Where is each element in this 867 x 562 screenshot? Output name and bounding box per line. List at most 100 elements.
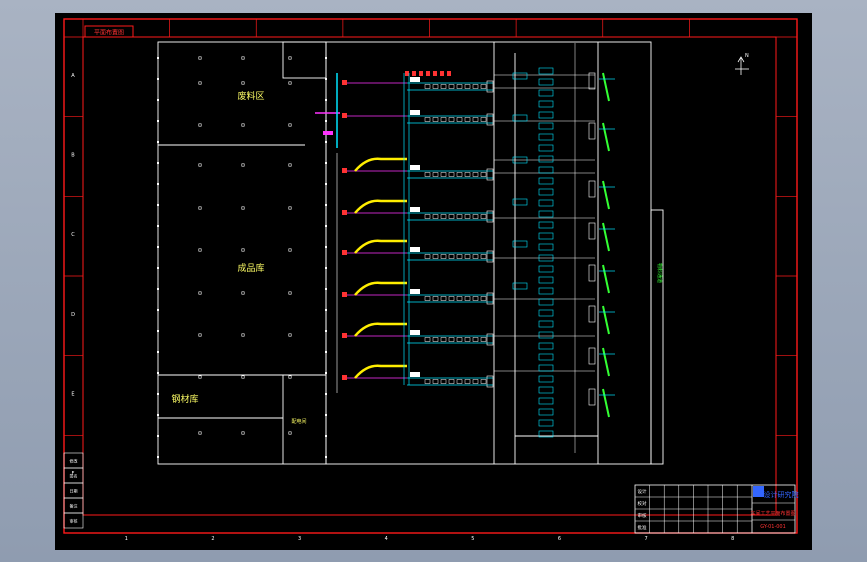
roller	[424, 172, 431, 177]
wall-marker	[157, 288, 159, 290]
column-grid	[157, 56, 327, 458]
slot	[538, 331, 554, 339]
column-marker	[198, 291, 202, 295]
wall-marker	[325, 246, 327, 248]
slot	[512, 114, 528, 122]
slot	[538, 166, 554, 174]
roller	[424, 117, 431, 122]
slot	[538, 309, 554, 317]
machine-label	[602, 222, 610, 252]
wall-marker	[157, 162, 159, 164]
roller	[432, 84, 439, 89]
slot	[538, 133, 554, 141]
machine	[588, 222, 596, 240]
outlet-box	[410, 207, 420, 212]
machine	[588, 122, 596, 140]
wall-marker	[157, 267, 159, 269]
wall-marker	[325, 330, 327, 332]
slot	[538, 287, 554, 295]
roller	[456, 296, 463, 301]
slot	[538, 320, 554, 328]
roller	[480, 84, 487, 89]
roller	[456, 117, 463, 122]
roller	[424, 337, 431, 342]
roller	[480, 337, 487, 342]
north-label: N	[745, 53, 749, 59]
roller	[464, 214, 471, 219]
slot	[538, 188, 554, 196]
line-end	[486, 168, 494, 181]
slot	[538, 155, 554, 163]
wall-marker	[325, 141, 327, 143]
column-marker	[288, 123, 292, 127]
column-marker	[241, 291, 245, 295]
yellow-duct	[354, 239, 407, 254]
title-row-label: 设计	[638, 488, 647, 495]
roller	[480, 117, 487, 122]
column-marker	[288, 431, 292, 435]
column-marker	[198, 56, 202, 60]
ruler-label: 2	[211, 536, 214, 542]
column-marker	[241, 163, 245, 167]
roller	[472, 379, 479, 384]
slot	[538, 342, 554, 350]
roller	[472, 214, 479, 219]
slot	[538, 243, 554, 251]
wall-marker	[325, 414, 327, 416]
slot	[512, 240, 528, 248]
drawing-name: 车间工艺平面布置图	[750, 510, 795, 517]
line-end	[486, 210, 494, 223]
column-marker	[241, 375, 245, 379]
top-unit	[440, 71, 444, 76]
roller	[448, 379, 455, 384]
zone-steel-storage: 钢材库	[171, 393, 198, 405]
outlet-box	[410, 289, 420, 294]
title-row-label: 审核	[638, 512, 647, 519]
roller	[440, 254, 447, 259]
slot	[538, 199, 554, 207]
machine-label	[602, 264, 610, 294]
ruler-label: F	[72, 471, 75, 477]
column-marker	[241, 206, 245, 210]
roller	[456, 337, 463, 342]
slot	[538, 353, 554, 361]
column-marker	[198, 81, 202, 85]
wall-marker	[157, 330, 159, 332]
wall-marker	[325, 225, 327, 227]
top-unit	[412, 71, 416, 76]
line-end	[486, 250, 494, 263]
slot	[538, 100, 554, 108]
roller	[448, 117, 455, 122]
roller	[464, 117, 471, 122]
slot	[538, 364, 554, 372]
title-row-label: 校对	[638, 500, 647, 507]
column-marker	[241, 56, 245, 60]
roller	[440, 172, 447, 177]
column-marker	[241, 123, 245, 127]
roller	[424, 296, 431, 301]
slot	[512, 282, 528, 290]
roller	[440, 84, 447, 89]
roller	[448, 214, 455, 219]
roller	[448, 172, 455, 177]
machine	[588, 305, 596, 323]
column-marker	[288, 375, 292, 379]
column-marker	[198, 248, 202, 252]
roller	[440, 117, 447, 122]
drawing-sheet[interactable]: 平面布置图 修改签名日期备注审核 废料区	[55, 13, 812, 550]
roller	[480, 254, 487, 259]
outlet-box	[410, 330, 420, 335]
drawing-title-tag: 平面布置图	[94, 29, 124, 37]
wall-marker	[325, 99, 327, 101]
slot	[538, 265, 554, 273]
slot	[538, 221, 554, 229]
wall-marker	[157, 435, 159, 437]
wall-marker	[325, 393, 327, 395]
wall-marker	[325, 351, 327, 353]
column-marker	[198, 333, 202, 337]
roller	[480, 379, 487, 384]
ruler-label: 4	[385, 536, 388, 542]
slot	[538, 276, 554, 284]
column-marker	[241, 333, 245, 337]
